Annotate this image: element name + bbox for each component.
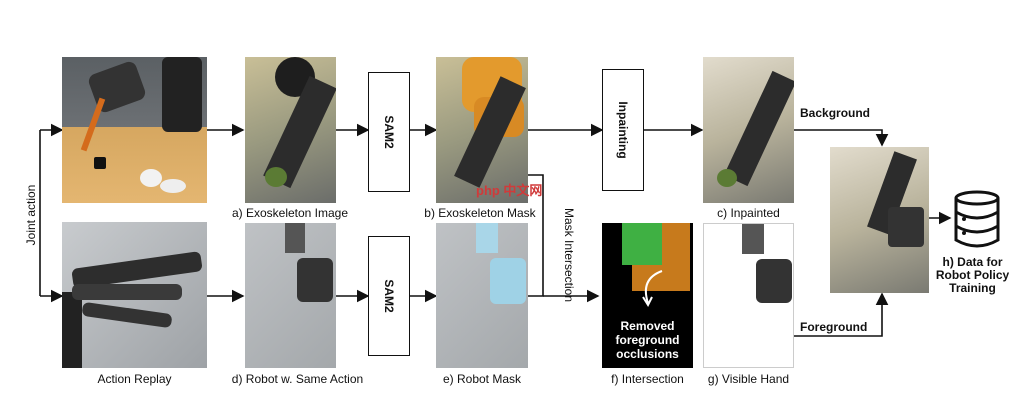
sam2-box-bottom: SAM2	[368, 236, 410, 356]
curved-arrow-icon	[642, 270, 663, 308]
exoskeleton-image	[245, 57, 336, 203]
exoskeleton-demo-photo	[62, 57, 207, 203]
sam2-box-top: SAM2	[368, 72, 410, 192]
mask-intersection-label: Mask Intersection	[562, 207, 576, 303]
output-title: h) Data for Robot Policy Training	[935, 255, 1010, 295]
caption-action-replay: Action Replay	[97, 372, 172, 386]
occlusion-text: Removed foreground occlusions	[615, 319, 680, 361]
robot-mask-image	[436, 223, 528, 368]
caption-robot-same-action: d) Robot w. Same Action	[231, 372, 364, 386]
caption-visible-hand: g) Visible Hand	[707, 372, 790, 386]
database-icon	[954, 190, 1000, 248]
caption-intersection: f) Intersection	[611, 372, 684, 386]
robot-same-action-image	[245, 223, 336, 368]
background-label: Background	[800, 106, 871, 120]
foreground-label: Foreground	[800, 320, 868, 334]
visible-hand-image	[703, 223, 794, 368]
watermark-logo: php 中文网	[476, 183, 543, 198]
inpainted-image	[703, 57, 794, 203]
action-replay-photo	[62, 222, 207, 368]
caption-exo-mask: b) Exoskeleton Mask	[424, 206, 536, 220]
exoskeleton-mask	[436, 57, 528, 203]
caption-robot-mask: e) Robot Mask	[442, 372, 522, 386]
inpainting-box: Inpainting	[602, 69, 644, 191]
caption-inpainted: c) Inpainted	[717, 206, 780, 220]
intersection-image: Removed foreground occlusions	[602, 223, 693, 368]
composite-image	[830, 147, 929, 293]
caption-exo-image: a) Exoskeleton Image	[231, 206, 349, 220]
joint-action-label: Joint action	[24, 184, 38, 246]
